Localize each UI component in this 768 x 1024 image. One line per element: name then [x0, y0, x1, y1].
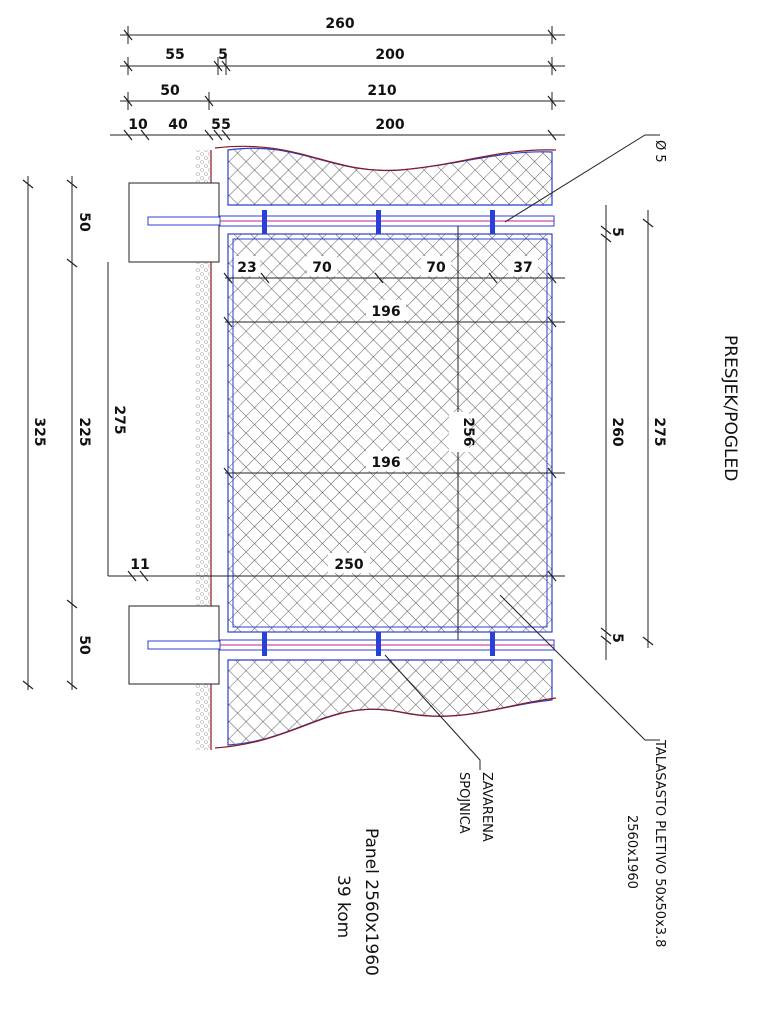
label-panel-count: 39 kom [333, 875, 353, 938]
dim-bottom-offset: 11 [130, 557, 149, 573]
dim-top-r4-e: 200 [375, 117, 404, 133]
dim-top-r4-d: 5 [221, 117, 231, 133]
anchor-bar-bottom [147, 640, 221, 650]
dim-height-inner: 256 [460, 417, 476, 446]
mesh-panel-main [228, 234, 552, 632]
dim-right-bottom: 5 [609, 633, 625, 643]
dim-post-spacing-a: 23 [237, 260, 256, 276]
dim-top-r2-a: 55 [165, 47, 184, 63]
mesh-panel-frame-inner [232, 238, 548, 628]
dim-top-r2-c: 200 [375, 47, 404, 63]
dim-post-spacing-d: 37 [513, 260, 532, 276]
dim-top-r4-c: 5 [211, 117, 221, 133]
dim-top-r3-a: 50 [160, 83, 180, 99]
label-joint-line1: ZAVARENA [479, 772, 494, 842]
mesh-panel-top [227, 147, 553, 206]
label-mesh-title: TALASASTO PLETIVO 50x50x3.8 [652, 739, 667, 947]
dim-bottom-width: 250 [334, 557, 363, 573]
mesh-panel-bottom [227, 659, 553, 746]
dim-left-outer: 325 [31, 417, 47, 446]
dim-left-mid-bottom: 50 [76, 635, 92, 655]
dim-right-outer: 275 [651, 417, 667, 446]
label-joint-line2: SPOJNICA [456, 772, 471, 834]
top-dimension-lines [110, 26, 565, 141]
page-title: PRESJEK/POGLED [720, 335, 740, 481]
dim-post-spacing-c: 70 [426, 260, 446, 276]
left-dimension-lines [22, 176, 109, 690]
dim-top-r4-b: 40 [168, 117, 188, 133]
break-line-bottom [214, 697, 557, 749]
dim-width-a: 196 [371, 304, 400, 320]
wall-strip [196, 150, 210, 750]
dim-width-b: 196 [371, 455, 400, 471]
break-line-top [214, 145, 557, 172]
dim-left-inner: 275 [111, 405, 127, 434]
leader-lines [384, 134, 660, 770]
anchor-bar-top [147, 216, 221, 226]
dim-top-total: 260 [325, 16, 354, 32]
dim-left-mid-top: 50 [76, 212, 92, 232]
label-panel-name: Panel 2560x1960 [361, 828, 381, 976]
inner-dimension-lines [108, 226, 565, 640]
dim-top-r3-b: 210 [367, 83, 396, 99]
right-dimension-lines [600, 205, 654, 660]
dim-post-spacing-b: 70 [312, 260, 332, 276]
dim-left-mid-center: 225 [76, 417, 92, 446]
label-diameter: Ø 5 [652, 140, 667, 163]
dim-right-top: 5 [609, 227, 625, 237]
dim-top-r2-b: 5 [218, 47, 228, 63]
dim-top-r4-a: 10 [128, 117, 148, 133]
dim-right-center: 260 [609, 417, 625, 446]
label-mesh-size: 2560x1960 [624, 815, 639, 889]
mesh-panel-frame-outer [227, 233, 553, 633]
